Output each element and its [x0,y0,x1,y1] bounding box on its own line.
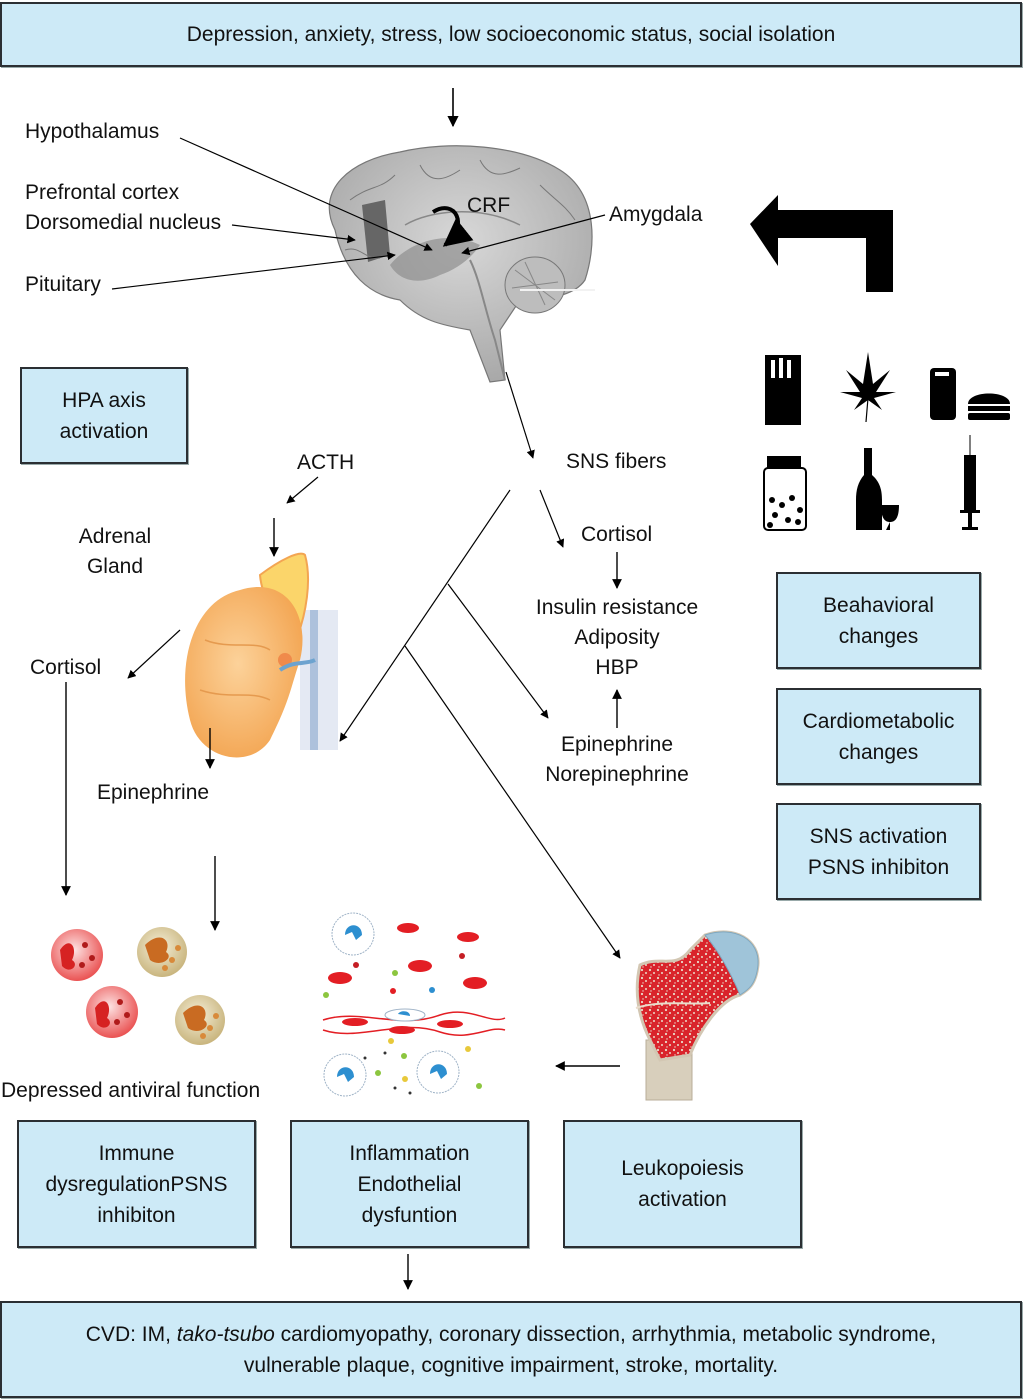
label-cortisol-sns: Cortisol [581,523,653,546]
cvd-tako-tsubo: tako-tsubo [176,1322,275,1346]
label-adrenal-gland: Adrenal Gland [70,522,160,582]
label-insulin-resistance: Insulin resistance [535,596,699,619]
inflammation-box: Inflammation Endothelial dysfuntion [290,1120,529,1248]
pill-bottle-icon [763,456,807,531]
label-sns-fibers: SNS fibers [566,450,667,473]
behavioral-line1: Beahavioral [823,593,934,617]
sns-branch-lines [339,489,622,959]
label-adrenal-line2: Gland [86,555,144,578]
inflammation-line2: Endothelial [357,1172,462,1196]
cardiometabolic-changes-box: Cardiometabolic changes [776,688,981,785]
brain-leader-lines [111,137,606,290]
cvd-line1: CVD: IM, tako-tsubo cardiomyopathy, coro… [86,1319,936,1350]
hpa-axis-line2: activation [59,419,149,443]
label-cortisol-left: Cortisol [30,656,102,679]
cannabis-leaf-icon [840,352,896,423]
stressors-box: Depression, anxiety, stress, low socioec… [0,2,1022,67]
wine-bottle-glass-icon [856,448,899,530]
catecholamines: Epinephrine Norepinephrine [517,730,717,790]
label-depressed-antiviral: Depressed antiviral function [1,1079,261,1102]
label-dorsomedial-nucleus: Dorsomedial nucleus [25,211,222,234]
immune-line3: inhibiton [97,1203,176,1227]
sns-activation-line2: PSNS inhibiton [807,855,950,879]
syringe-icon [960,435,980,530]
leukopoiesis-line2: activation [638,1188,727,1211]
behavior-feedback-arrow [750,195,893,292]
cardiometabolic-line1: Cardiometabolic [802,709,955,733]
inflammation-line3: dysfuntion [361,1203,458,1227]
cvd-line1-rest: cardiomyopathy, coronary dissection, arr… [274,1322,937,1346]
immune-cells-illustration [51,927,225,1045]
adrenal-outflow-arrows [61,629,220,931]
acth-arrows [269,476,319,557]
stressors-text: Depression, anxiety, stress, low socioec… [186,23,836,46]
hpa-axis-line1: HPA axis [62,388,146,412]
label-epinephrine-left: Epinephrine [97,781,210,804]
hpa-axis-box: HPA axis activation [20,367,188,464]
label-amygdala: Amygdala [609,203,703,226]
arrow-brainstem-to-sns [505,371,535,459]
cvd-prefix: CVD: IM, [85,1322,177,1346]
label-acth: ACTH [297,451,355,474]
immune-dysregulation-box: Immune dysregulationPSNS inhibiton [17,1120,256,1248]
leukopoiesis-box: Leukopoiesis activation [563,1120,802,1248]
cvd-outcomes-box: CVD: IM, tako-tsubo cardiomyopathy, coro… [0,1301,1022,1398]
inflammation-line1: Inflammation [349,1141,470,1165]
label-adrenal-line1: Adrenal [78,525,152,548]
label-epinephrine-sns: Epinephrine [560,733,674,756]
cvd-line2: vulnerable plaque, cognitive impairment,… [243,1353,779,1377]
adrenal-kidney-illustration [185,552,338,758]
femur-bone-illustration [635,930,760,1101]
burger-icon [968,393,1010,420]
behavioral-line2: changes [838,624,919,648]
behavioral-changes-box: Beahavioral changes [776,572,981,669]
immune-line1: Immune [98,1141,175,1165]
brain-illustration [328,145,595,383]
label-hypothalamus: Hypothalamus [25,120,160,143]
sns-activation-box: SNS activation PSNS inhibiton [776,803,981,900]
cardiometabolic-line2: changes [838,740,919,764]
immune-line2: dysregulationPSNS [45,1172,228,1196]
cigarettes-icon [765,355,801,425]
label-prefrontal-cortex: Prefrontal cortex [25,181,180,204]
label-hbp: HBP [595,656,639,679]
soda-can-icon [930,368,956,420]
inflammation-endothelium-illustration [322,912,506,1097]
label-adiposity: Adiposity [574,626,660,649]
label-crf: CRF [467,194,511,217]
metabolic-effects: Insulin resistance Adiposity HBP [517,593,717,683]
sns-activation-line1: SNS activation [809,824,948,848]
leukopoiesis-line1: Leukopoiesis [621,1157,744,1180]
label-pituitary: Pituitary [25,273,101,296]
label-norepinephrine: Norepinephrine [545,763,689,786]
